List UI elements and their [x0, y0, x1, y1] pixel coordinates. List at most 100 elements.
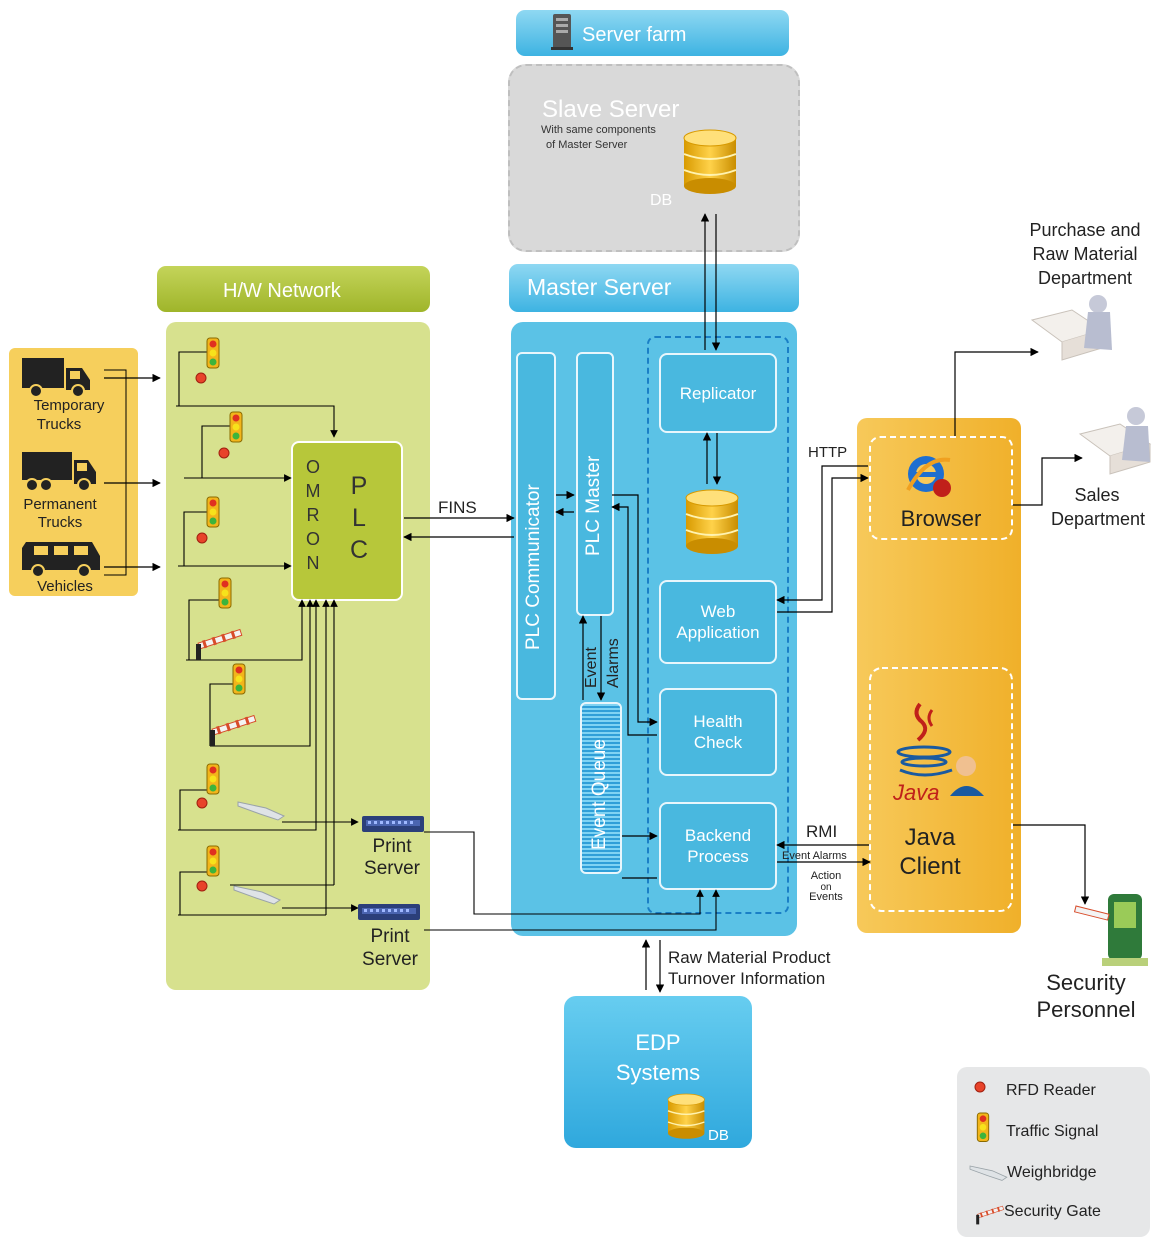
- java-client-box: [869, 667, 1013, 912]
- truck-icon: [22, 358, 90, 398]
- print-server-1-line2: Server: [364, 858, 420, 879]
- rfd-reader-icon: [218, 447, 230, 459]
- slave-server-panel: [508, 64, 800, 252]
- http-label: HTTP: [808, 444, 848, 461]
- legend-security-gate-label: Security Gate: [1004, 1203, 1101, 1220]
- traffic-signal-icon: [206, 337, 220, 369]
- master-server-tab: Master Server: [509, 264, 799, 312]
- traffic-signal-icon: [206, 845, 220, 877]
- weighbridge-icon: [237, 801, 285, 821]
- replicator-label: Replicator: [679, 383, 757, 403]
- slave-db-label: DB: [650, 192, 673, 209]
- fins-label: FINS: [438, 498, 477, 517]
- slave-server-title: Slave Server: [542, 96, 680, 123]
- master-components-region: [647, 336, 789, 914]
- health-check-line2: Check: [693, 733, 743, 752]
- edp-db-icon: [667, 1093, 706, 1140]
- rmi-label: RMI: [806, 822, 838, 841]
- print-server-2-line2: Server: [362, 949, 418, 970]
- print-server-1-line1: Print: [372, 836, 412, 857]
- event-alarms-label: Event Alarms: [782, 850, 847, 862]
- master-db-icon: [685, 489, 739, 555]
- sales-department-line2: Department: [1050, 509, 1146, 529]
- traffic-signal-icon: [218, 577, 232, 609]
- hw-network-tab: H/W Network: [157, 266, 430, 312]
- permanent-trucks-line1: Permanent: [23, 496, 97, 513]
- slave-server-note-line2: of Master Server: [546, 139, 628, 151]
- backend-process-box: Backend Process: [659, 802, 777, 890]
- web-application-line2: Application: [676, 623, 760, 642]
- edp-title-line1: EDP: [635, 1030, 681, 1055]
- legend-weighbridge-icon: [969, 1165, 1008, 1181]
- security-personnel-line2: Personnel: [1036, 997, 1136, 1022]
- traffic-signal-icon: [229, 411, 243, 443]
- purchase-department-line2: Raw Material: [1032, 244, 1138, 264]
- person-icon: [950, 756, 984, 796]
- java-client-line1: Java: [904, 824, 956, 851]
- health-check-line1: Health: [693, 712, 743, 731]
- server-farm-tab: Server farm: [516, 10, 789, 56]
- network-switch-icon: [362, 816, 424, 832]
- plc-communicator-bar: [516, 352, 556, 700]
- traffic-signal-icon: [206, 496, 220, 528]
- browser-box: [869, 436, 1013, 540]
- permanent-trucks-line2: Trucks: [37, 514, 83, 531]
- java-logo-text: Java: [893, 780, 940, 805]
- security-gate-icon: [194, 628, 244, 662]
- traffic-signal-icon: [206, 763, 220, 795]
- traffic-signal-icon: [232, 663, 246, 695]
- plc-letter: C: [349, 536, 369, 564]
- plc-letter: P: [350, 472, 368, 500]
- plc-master-bar: [576, 352, 614, 616]
- omron-letter: M: [305, 481, 321, 501]
- sales-department-line1: Sales: [1074, 485, 1120, 505]
- internet-explorer-icon: [906, 456, 951, 497]
- legend-panel: [957, 1067, 1150, 1237]
- server-farm-title: Server farm: [582, 24, 687, 46]
- plc-letters: P L C: [346, 470, 372, 566]
- omron-letters: O M R O N: [303, 455, 323, 575]
- sales-department-icon: [1078, 407, 1152, 475]
- plc-letter: L: [352, 504, 366, 532]
- edp-systems-panel: [564, 996, 752, 1148]
- hw-network-panel: [166, 322, 430, 990]
- purchase-department-line3: Department: [1037, 268, 1133, 288]
- slave-server-note-line1: With same components: [541, 124, 656, 136]
- truck-icon: [22, 452, 96, 492]
- action-on-events-line2: on: [820, 882, 832, 893]
- rfd-reader-icon: [196, 797, 208, 809]
- replicator-box: Replicator: [659, 353, 777, 433]
- backend-process-line2: Process: [687, 847, 749, 866]
- edp-db-label: DB: [708, 1127, 729, 1144]
- java-client-line2: Client: [899, 853, 961, 880]
- legend-rfd-reader-icon: [974, 1081, 986, 1093]
- event-queue-bar: [580, 702, 622, 874]
- temporary-trucks-line2: Trucks: [36, 416, 82, 433]
- web-application-line1: Web: [700, 602, 736, 621]
- raw-material-line1: Raw Material Product: [668, 948, 831, 967]
- legend-weighbridge-label: Weighbridge: [1007, 1164, 1097, 1181]
- rfd-reader-icon: [196, 532, 208, 544]
- legend-traffic-signal-label: Traffic Signal: [1006, 1123, 1099, 1140]
- vehicles-label: Vehicles: [37, 578, 93, 595]
- action-on-events-line1: Action: [810, 870, 842, 882]
- legend-traffic-signal-icon: [976, 1112, 990, 1142]
- legend-security-gate-icon: [975, 1205, 1005, 1226]
- van-icon: [22, 542, 100, 578]
- backend-process-line1: Backend: [684, 826, 752, 845]
- security-personnel-line1: Security: [1046, 970, 1126, 995]
- hw-network-title: H/W Network: [223, 280, 341, 302]
- network-switch-icon: [358, 904, 420, 920]
- purchase-department-line1: Purchase and: [1029, 220, 1141, 240]
- master-server-title: Master Server: [527, 274, 672, 300]
- security-gate-icon: [208, 714, 258, 748]
- omron-letter: R: [306, 505, 320, 525]
- omron-letter: O: [305, 457, 320, 477]
- temporary-trucks-line1: Temporary: [33, 397, 105, 414]
- clients-panel: [857, 418, 1021, 933]
- health-check-box: Health Check: [659, 688, 777, 776]
- browser-label: Browser: [900, 506, 982, 531]
- weighbridge-icon: [233, 885, 281, 905]
- purchase-department-icon: [1030, 295, 1112, 361]
